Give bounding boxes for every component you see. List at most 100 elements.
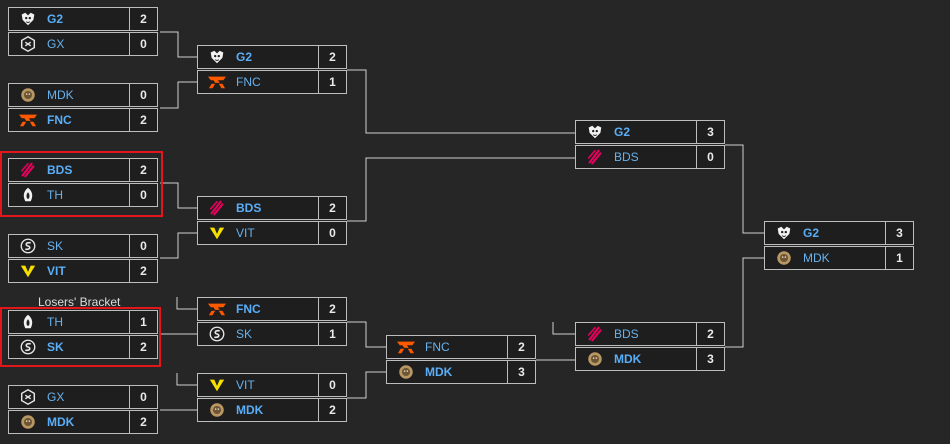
team-row[interactable]: FNC 2 (8, 108, 158, 132)
mdk-logo-icon (387, 361, 425, 383)
team-name: MDK (47, 415, 75, 429)
team-name: VIT (236, 378, 255, 392)
connector-line (160, 232, 197, 259)
team-row[interactable]: VIT 0 (197, 373, 347, 397)
gx-logo-icon (9, 386, 47, 408)
connector-line (725, 144, 764, 234)
team-row[interactable]: GX 0 (8, 32, 158, 56)
team-name: BDS (236, 201, 262, 215)
g2-logo-icon (765, 222, 803, 244)
team-row[interactable]: G2 2 (8, 7, 158, 31)
connector-line (725, 257, 764, 348)
team-score: 0 (129, 386, 157, 408)
team-name: MDK (236, 403, 264, 417)
team-score: 2 (507, 336, 535, 358)
connector-line (347, 371, 386, 399)
team-score: 2 (318, 46, 346, 68)
team-name: FNC (47, 113, 72, 127)
team-row[interactable]: TH 0 (8, 183, 158, 207)
g2-logo-icon (198, 46, 236, 68)
mdk-logo-icon (576, 348, 614, 370)
team-row[interactable]: MDK 2 (197, 398, 347, 422)
th-logo-icon (9, 184, 47, 206)
team-score: 2 (129, 8, 157, 30)
team-name: G2 (47, 12, 64, 26)
team-row[interactable]: MDK 3 (386, 360, 536, 384)
fnc-logo-icon (9, 109, 47, 131)
team-score: 0 (129, 184, 157, 206)
team-name: BDS (47, 163, 73, 177)
team-name: MDK (425, 365, 453, 379)
team-name: FNC (236, 75, 261, 89)
team-name: TH (47, 188, 63, 202)
team-score: 2 (318, 399, 346, 421)
team-row[interactable]: FNC 2 (386, 335, 536, 359)
team-score: 2 (129, 336, 157, 358)
mdk-logo-icon (198, 399, 236, 421)
team-name: BDS (614, 150, 639, 164)
team-name: SK (47, 340, 64, 354)
vit-logo-icon (198, 374, 236, 396)
team-row[interactable]: MDK 0 (8, 83, 158, 107)
team-score: 2 (129, 109, 157, 131)
team-row[interactable]: SK 2 (8, 335, 158, 359)
team-name: MDK (47, 88, 74, 102)
team-score: 0 (318, 222, 346, 244)
team-name: FNC (425, 340, 450, 354)
team-score: 1 (885, 247, 913, 269)
team-score: 2 (318, 197, 346, 219)
team-name: G2 (803, 226, 820, 240)
mdk-logo-icon (765, 247, 803, 269)
team-row[interactable]: BDS 0 (575, 145, 725, 169)
team-score: 2 (696, 323, 724, 345)
team-score: 0 (696, 146, 724, 168)
vit-logo-icon (9, 260, 47, 282)
team-score: 0 (318, 374, 346, 396)
team-row[interactable]: FNC 1 (197, 70, 347, 94)
team-name: FNC (236, 302, 261, 316)
team-score: 1 (318, 323, 346, 345)
team-row[interactable]: BDS 2 (197, 196, 347, 220)
fnc-logo-icon (387, 336, 425, 358)
team-row[interactable]: BDS 2 (575, 322, 725, 346)
team-score: 0 (129, 84, 157, 106)
team-score: 0 (129, 235, 157, 257)
team-score: 3 (507, 361, 535, 383)
team-name: GX (47, 37, 65, 51)
team-name: BDS (614, 327, 639, 341)
bds-logo-icon (576, 146, 614, 168)
bds-logo-icon (576, 323, 614, 345)
team-score: 1 (318, 71, 346, 93)
team-name: VIT (47, 264, 66, 278)
team-score: 1 (129, 311, 157, 333)
team-score: 0 (129, 33, 157, 55)
bds-logo-icon (9, 159, 47, 181)
